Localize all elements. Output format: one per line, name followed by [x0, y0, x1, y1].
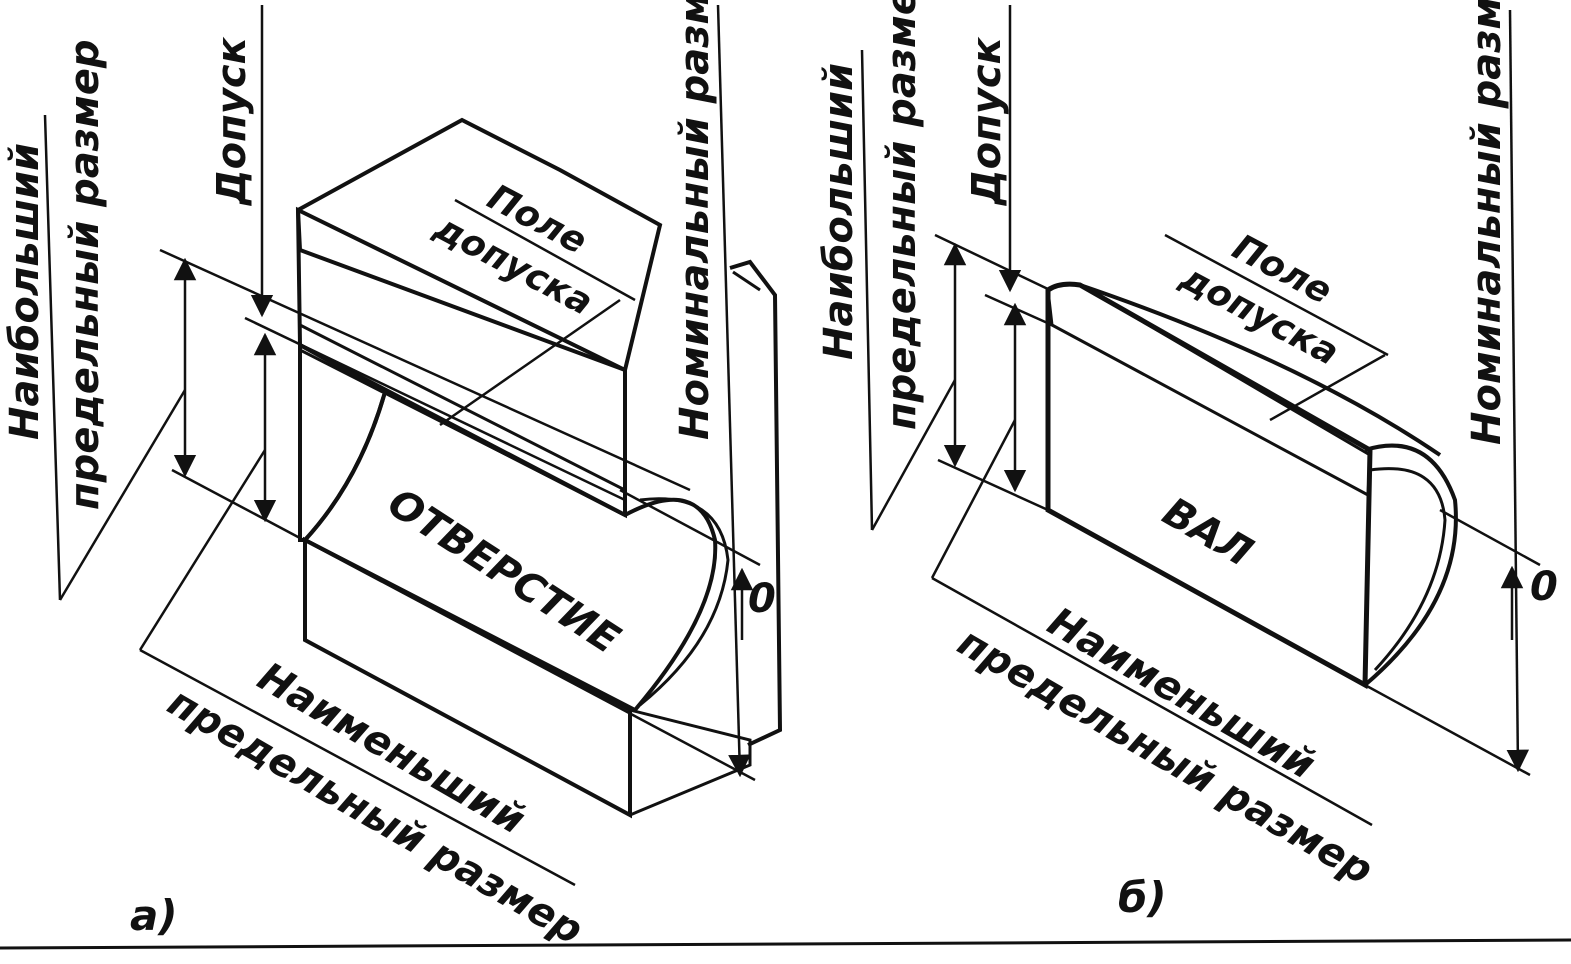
- shaft-nominal-line: [984, 293, 1053, 327]
- shaft-min-line: [937, 458, 1049, 512]
- figure-a: Допуск Наибольший предельный размер Номи…: [2, 0, 783, 954]
- fig-a-tolerance-label: Допуск: [209, 36, 255, 207]
- fig-a-max-label-2: предельный размер: [62, 39, 108, 510]
- fig-a-caption: а): [130, 891, 178, 940]
- fig-a-nominal-label: Номинальный размер: [672, 0, 718, 440]
- fig-b-max-label-2: предельный размер: [879, 0, 925, 430]
- fig-b-part-label: ВАЛ: [1155, 489, 1260, 576]
- shaft-min-leader-underline: [931, 576, 1373, 827]
- hole-side-plate: [729, 259, 783, 747]
- hole-bore: [298, 341, 730, 713]
- shaft-max-line: [934, 233, 1051, 292]
- nominal-upper-line: [244, 316, 626, 502]
- shaft-min-leader: [930, 419, 1017, 579]
- fig-a-part-label: ОТВЕРСТИЕ: [380, 480, 628, 663]
- shaft-field-leader-underline: [1164, 233, 1389, 357]
- zero-line: [619, 488, 761, 567]
- nominal-size-dimension: [716, 4, 751, 778]
- fig-b-tolerance-label: Допуск: [964, 36, 1010, 207]
- shaft-nominal-dimension: [1506, 9, 1530, 773]
- fig-b-zero-label: 0: [1530, 564, 1558, 610]
- shaft-zero-line: [1439, 508, 1541, 567]
- max-leader: [58, 389, 187, 601]
- fig-b-max-label-1: Наибольший: [816, 63, 862, 360]
- shaft-bottom-line: [1364, 683, 1531, 777]
- fig-a-max-label-1: Наибольший: [2, 143, 48, 440]
- figure-b: Допуск Наибольший предельный размер Номи…: [816, 0, 1558, 922]
- fig-a-zero-label: 0: [748, 576, 776, 622]
- field-leader-underline: [454, 198, 636, 302]
- hole-lower-block: [303, 536, 752, 819]
- hole-upper-block: [295, 117, 663, 519]
- max-leader-vert: [43, 114, 62, 601]
- min-leader-underline: [139, 648, 576, 887]
- min-leader: [138, 449, 267, 651]
- shaft-max-leader-vert: [860, 49, 874, 531]
- shaft-max-leader: [870, 379, 957, 531]
- shaft-body: [1045, 281, 1458, 690]
- shaft-field-leader: [1269, 353, 1386, 422]
- bottom-rule: [0, 938, 1571, 950]
- fig-b-caption: б): [1118, 873, 1167, 922]
- max-size-line: [159, 248, 691, 492]
- field-leader: [439, 298, 621, 427]
- fig-b-nominal-label: Номинальный размер: [1464, 0, 1510, 445]
